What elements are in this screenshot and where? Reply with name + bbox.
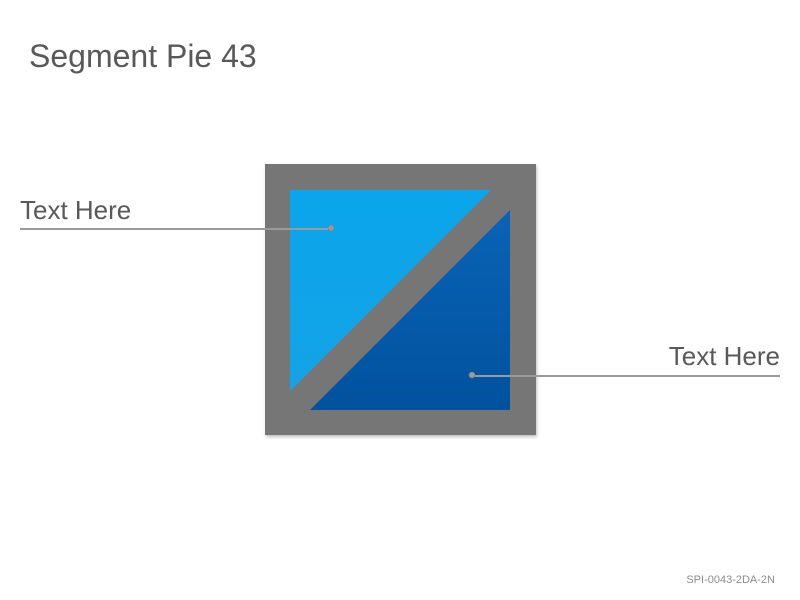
segment-bottom-right[interactable] — [310, 210, 510, 410]
segment-label-left: Text Here — [20, 195, 132, 225]
slide-title: Segment Pie 43 — [29, 38, 257, 74]
segment-top-left[interactable] — [290, 190, 491, 391]
footer-code: SPI-0043-2DA-2N — [686, 574, 775, 586]
leader-line-left — [20, 224, 335, 232]
segment-label-right: Text Here — [668, 341, 780, 371]
leader-line-right — [468, 371, 780, 379]
